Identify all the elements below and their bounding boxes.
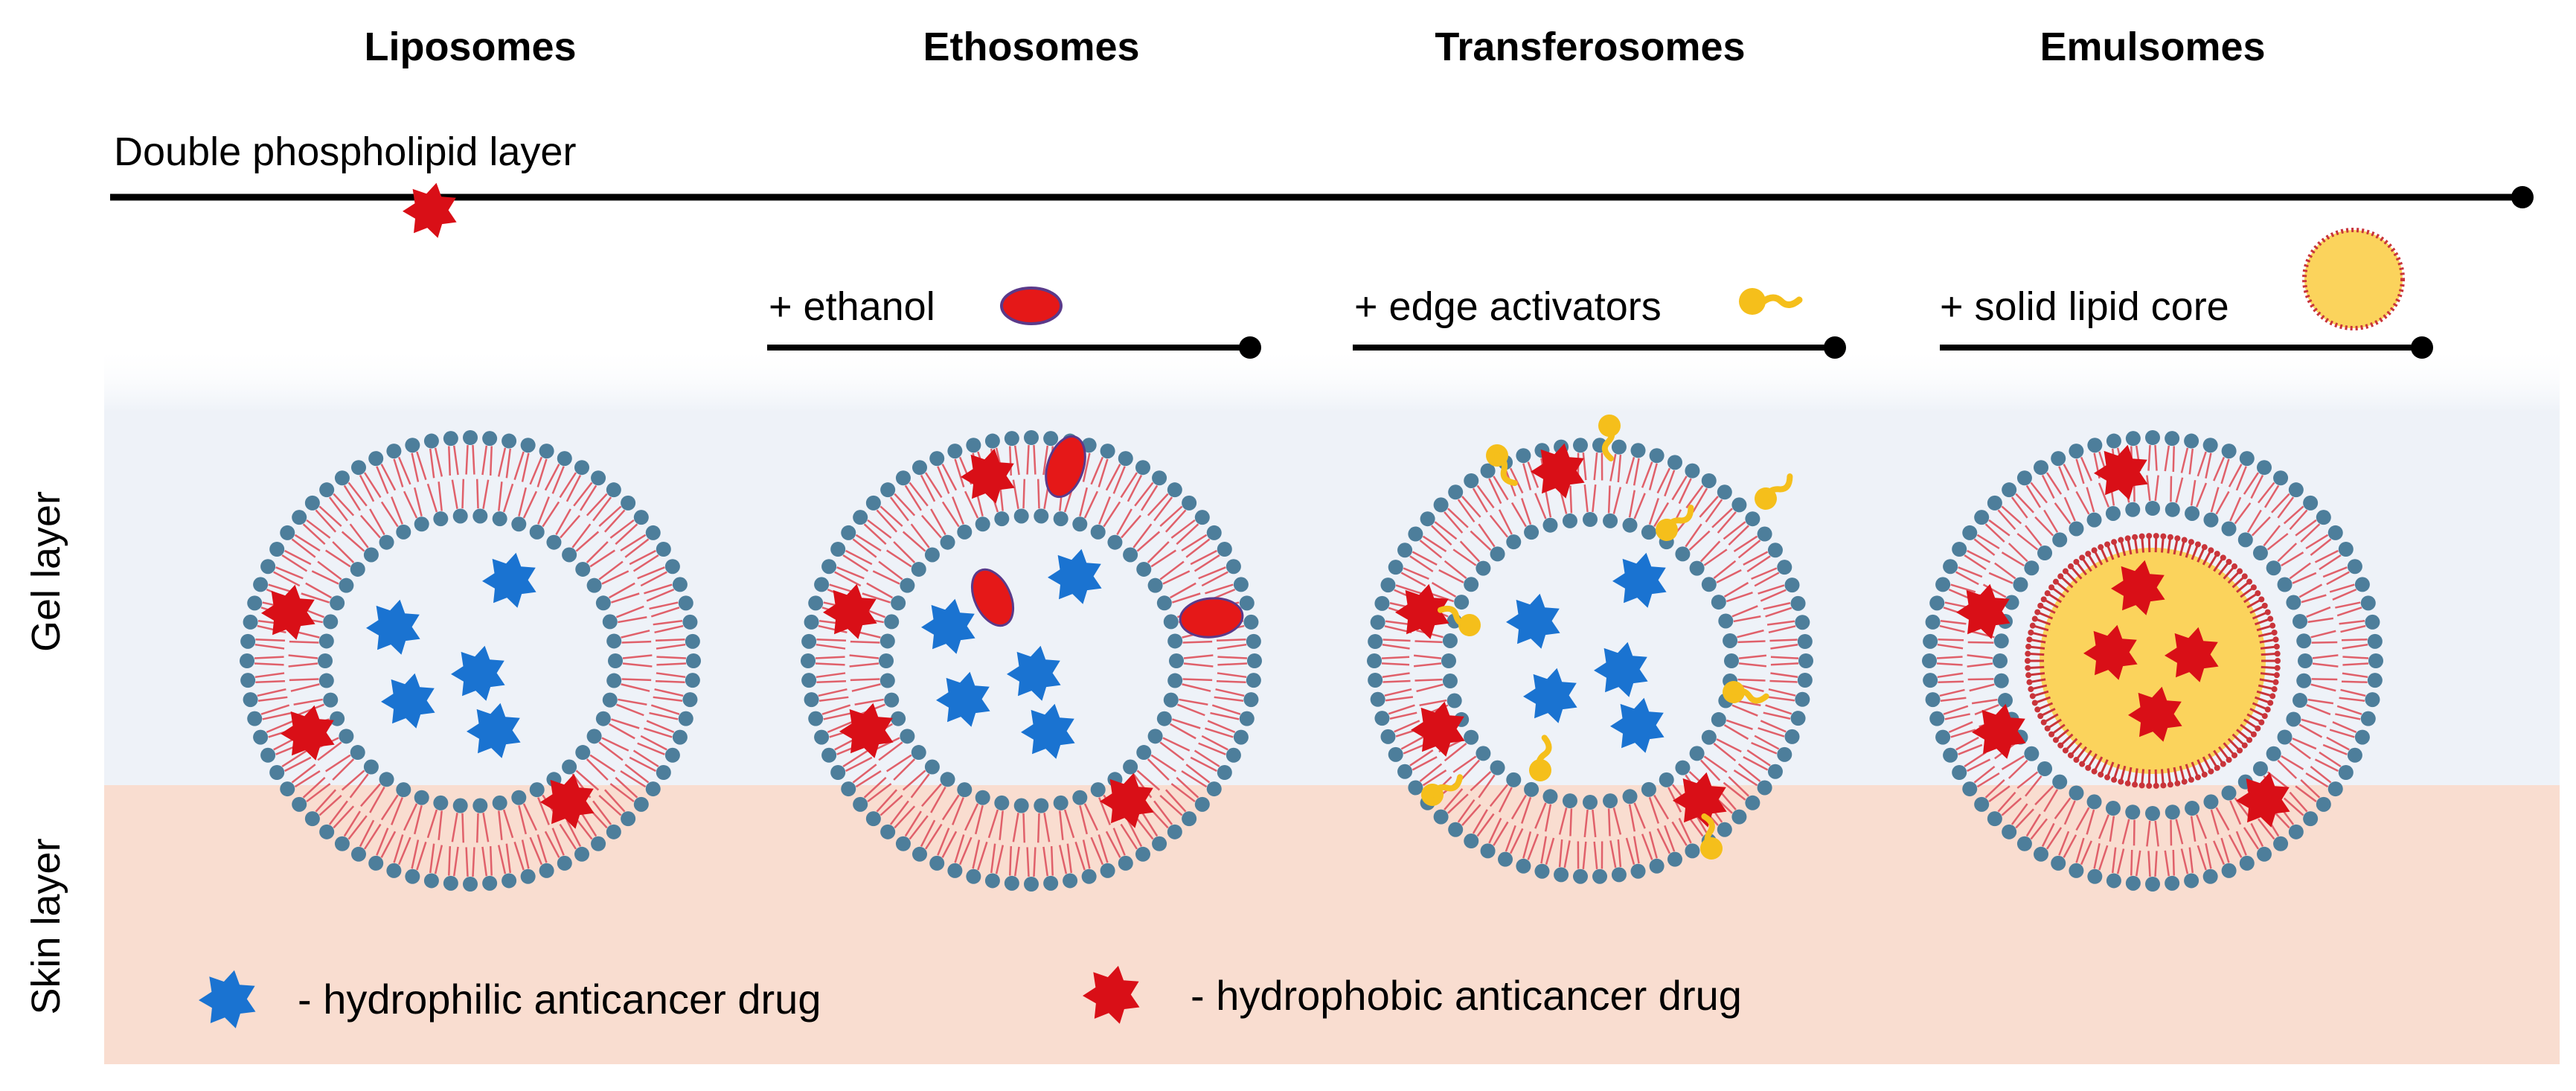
hydrophobic-drug	[403, 182, 457, 238]
gel-layer-label: Gel layer	[24, 491, 68, 652]
hydrophilic-drug	[1594, 642, 1648, 697]
edge-activator	[1598, 415, 1621, 461]
hydrophilic-drug	[451, 645, 505, 701]
emulsome-vesicle	[1922, 430, 2383, 892]
edge-activator	[1656, 505, 1694, 541]
hydrophobic-drug	[2236, 772, 2290, 828]
hydrophobic-drug	[2094, 444, 2148, 500]
hydrophilic-drug	[1007, 645, 1061, 701]
liposome-vesicle	[240, 182, 701, 892]
hydrophilic-drug	[1610, 697, 1665, 753]
hydrophobic-drug	[2128, 686, 2182, 742]
lipid-tails	[1381, 452, 1799, 869]
addition-edge-label: + edge activators	[1354, 284, 1662, 329]
ethosome-vesicle	[801, 430, 1262, 892]
edge-activator	[1700, 813, 1723, 860]
hydrophilic-drug	[1021, 703, 1075, 759]
hydrophilic-drug	[467, 703, 521, 758]
edge-activator	[1421, 774, 1464, 806]
bilayer	[801, 430, 1262, 892]
addition-ethanol-end	[1239, 336, 1261, 359]
skin-layer-label: Skin layer	[24, 838, 68, 1014]
hydrophobic-drug	[961, 448, 1015, 504]
edge-activator-icon	[1739, 288, 1803, 315]
hydrophobic-drug	[1956, 583, 2011, 639]
edge-activator	[1486, 444, 1518, 487]
hydrophobic-drug	[823, 583, 877, 639]
addition-edge-end	[1824, 336, 1846, 359]
ethanol-icon	[1000, 287, 1063, 325]
hydrophilic-drug	[1506, 593, 1560, 649]
lipid-core-icon	[2302, 228, 2405, 330]
legend-hydrophilic: - hydrophilic anticancer drug	[298, 976, 821, 1023]
legend-hydrophobic: - hydrophobic anticancer drug	[1191, 972, 1742, 1019]
head-groups	[801, 430, 1262, 892]
bilayer	[240, 430, 701, 892]
edge-activator	[1437, 605, 1481, 636]
base-label: Double phospholipid layer	[114, 129, 576, 174]
hydrophilic-drug	[936, 671, 990, 727]
lipid-tails	[1936, 444, 2369, 877]
addition-core-label: + solid lipid core	[1940, 284, 2229, 329]
hydrophobic-drug	[540, 773, 595, 829]
hydrophobic-drug-icon	[1083, 965, 1140, 1024]
ethanol-droplet	[1045, 435, 1086, 499]
title-transferosomes: Transferosomes	[1435, 25, 1745, 69]
hydrophilic-drug	[366, 599, 420, 655]
hydrophilic-drug	[1612, 552, 1667, 608]
ethanol-droplet	[970, 568, 1015, 627]
hydrophobic-drug	[2165, 627, 2219, 682]
edge-activator	[1529, 735, 1552, 781]
hydrophobic-drug	[1972, 703, 2026, 759]
hydrophilic-drug	[1048, 548, 1102, 604]
hydrophilic-drug	[921, 598, 975, 654]
skin-layer-band	[104, 785, 2560, 1064]
addition-ethanol-label: + ethanol	[769, 284, 935, 329]
base-line-end	[2511, 186, 2534, 208]
hydrophilic-drug	[381, 673, 435, 729]
hydrophobic-drug	[839, 703, 894, 758]
hydrophobic-drug	[1531, 443, 1585, 499]
edge-activator	[1755, 473, 1793, 510]
hydrophobic-drug	[261, 584, 315, 640]
title-emulsomes: Emulsomes	[2040, 25, 2265, 69]
edge-activator	[1723, 681, 1769, 704]
hydrophobic-drug	[281, 705, 335, 761]
hydrophobic-drug	[1100, 772, 1154, 828]
hydrophobic-drug	[2083, 624, 2138, 680]
hydrophilic-drug-icon	[199, 970, 256, 1028]
title-liposomes: Liposomes	[364, 25, 576, 69]
head-groups	[240, 430, 701, 892]
ethanol-droplet	[1179, 597, 1244, 639]
addition-core-end	[2411, 336, 2433, 359]
hydrophilic-drug	[1523, 668, 1577, 723]
title-ethosomes: Ethosomes	[923, 25, 1139, 69]
lipid-tails	[815, 444, 1248, 877]
transferosome-vesicle	[1367, 415, 1813, 884]
hydrophobic-drug	[1411, 701, 1465, 757]
hydrophobic-drug	[1673, 772, 1727, 828]
hydrophobic-drug	[2111, 560, 2165, 615]
hydrophobic-drug	[1395, 583, 1449, 639]
hydrophilic-drug	[482, 552, 536, 608]
solid-lipid-core	[2025, 533, 2281, 789]
